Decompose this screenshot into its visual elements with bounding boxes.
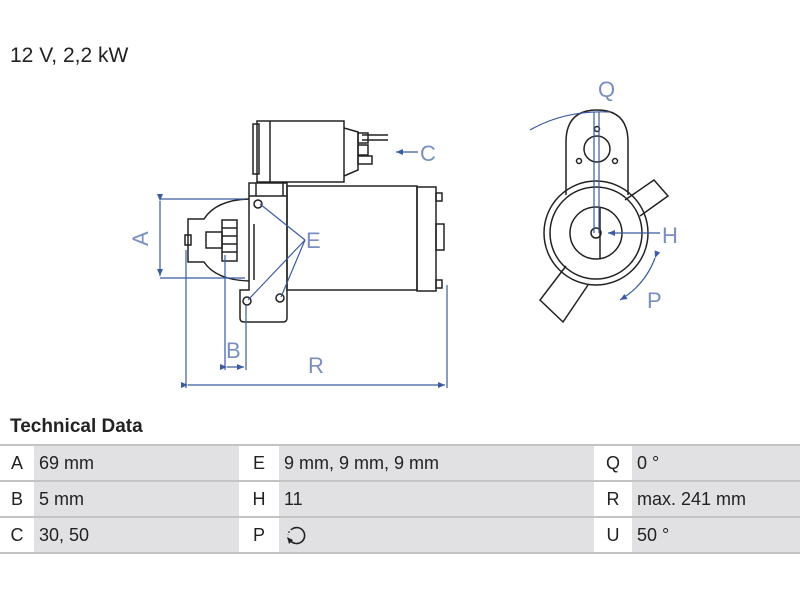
table-row: B 5 mm H 11 R max. 241 mm <box>0 480 800 518</box>
starter-motor-drawing: A B C E R Q H P <box>128 77 678 388</box>
side-view <box>184 120 445 323</box>
spec-value: max. 241 mm <box>632 480 800 518</box>
spec-key: B <box>0 480 34 518</box>
spec-value: 5 mm <box>34 480 239 518</box>
table-row: C 30, 50 P U 50 ° <box>0 516 800 554</box>
spec-value: 9 mm, 9 mm, 9 mm <box>279 444 594 482</box>
label-C: C <box>420 141 436 166</box>
solenoid-cap <box>343 127 359 177</box>
spec-key: E <box>239 444 279 482</box>
technical-data-title: Technical Data <box>10 416 143 437</box>
spec-key: C <box>0 516 34 554</box>
dimension-lines <box>157 149 448 388</box>
spec-value: 30, 50 <box>34 516 239 554</box>
mount-ear <box>538 265 589 324</box>
label-B: B <box>226 338 241 363</box>
voltage-power-subtitle: 12 V, 2,2 kW <box>10 44 129 67</box>
drive-nose <box>187 198 250 282</box>
spec-key: U <box>594 516 632 554</box>
technical-data-table: A 69 mm E 9 mm, 9 mm, 9 mm Q 0 ° B 5 mm … <box>0 444 800 554</box>
label-A: A <box>128 231 153 246</box>
label-R: R <box>308 353 324 378</box>
pinion-gear <box>221 219 238 262</box>
spec-key: Q <box>594 444 632 482</box>
spec-key: R <box>594 480 632 518</box>
spec-value: 11 <box>279 480 594 518</box>
spec-value: 0 ° <box>632 444 800 482</box>
table-row: A 69 mm E 9 mm, 9 mm, 9 mm Q 0 ° <box>0 444 800 482</box>
spec-key: H <box>239 480 279 518</box>
label-P: P <box>647 288 662 313</box>
end-view-dimensions <box>529 111 661 301</box>
terminal-boss <box>624 179 670 217</box>
spec-key: A <box>0 444 34 482</box>
label-E: E <box>306 228 321 253</box>
spec-key: P <box>239 516 279 554</box>
spec-value: 50 ° <box>632 516 800 554</box>
spec-value: 69 mm <box>34 444 239 482</box>
label-Q: Q <box>598 77 615 102</box>
label-H: H <box>662 223 678 248</box>
end-cap <box>416 186 437 292</box>
rotation-counterclockwise-icon <box>287 526 306 545</box>
spec-value-rotation <box>279 516 594 554</box>
solenoid-body <box>256 120 345 183</box>
mounting-flange <box>239 182 288 323</box>
end-flange <box>565 109 629 195</box>
